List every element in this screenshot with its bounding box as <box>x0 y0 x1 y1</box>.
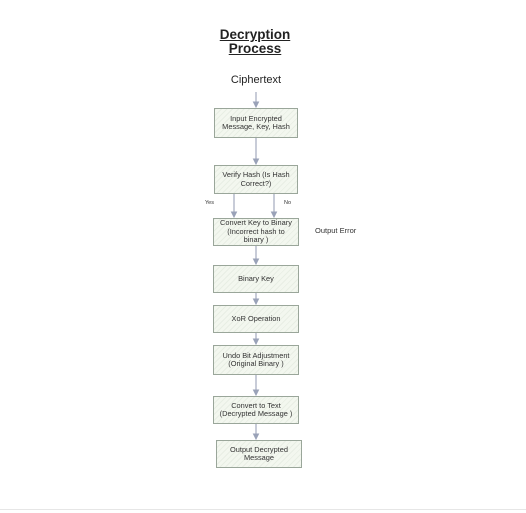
start-label-ciphertext: Ciphertext <box>230 74 282 86</box>
branch-label-yes: Yes <box>205 200 214 206</box>
diagram-title: Decryption Process <box>219 27 291 56</box>
output-error-label: Output Error <box>315 226 357 235</box>
step-convert-key-box: Convert Key to Binary (Incorrect hash to… <box>213 218 299 246</box>
branch-label-no: No <box>284 200 292 206</box>
step-undo-adjustment-box: Undo Bit Adjustment (Original Binary ) <box>213 345 299 375</box>
step-verify-hash-box: Verify Hash (Is Hash Correct?) <box>214 165 298 194</box>
step-convert-text-box: Convert to Text (Decrypted Message ) <box>213 396 299 424</box>
step-input-box: Input Encrypted Message, Key, Hash <box>214 108 298 138</box>
step-xor-box: XoR Operation <box>213 305 299 333</box>
page-bottom-divider <box>0 509 526 510</box>
step-binary-key-box: Binary Key <box>213 265 299 293</box>
step-output-box: Output Decrypted Message <box>216 440 302 468</box>
